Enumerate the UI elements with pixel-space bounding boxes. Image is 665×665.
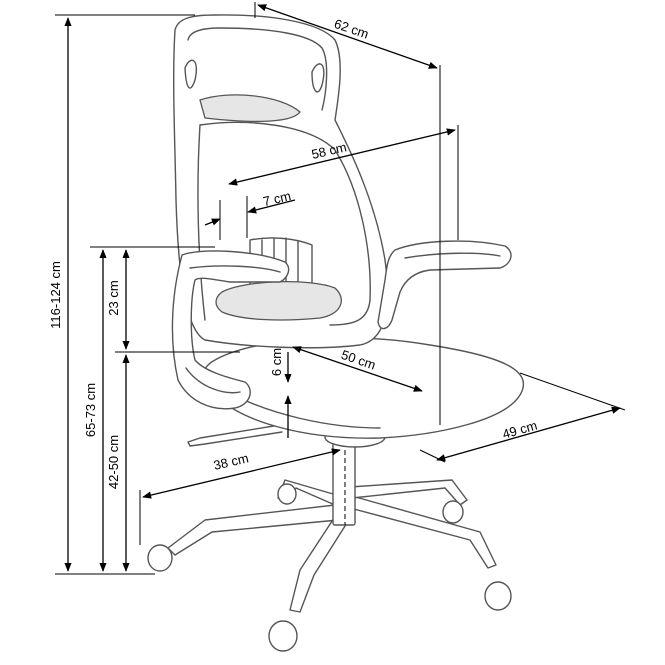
caster-wheel [277,483,297,505]
caster-wheel [147,544,173,572]
armrest-floor-height-label: 65-73 cm [83,383,98,437]
right-armrest [377,240,512,330]
left-armrest [171,250,290,410]
seat-width-label: 49 cm [501,418,539,442]
caster-wheel [484,581,512,611]
overall-height-label: 116-124 cm [48,261,63,329]
seat-height-label: 42-50 cm [106,435,121,489]
caster-wheel [442,500,464,524]
dimension-lines [55,2,626,575]
armrest-height-label: 23 cm [106,280,121,315]
base-radius-label: 38 cm [212,450,250,473]
caster-wheel [268,620,298,652]
chair-illustration [147,14,525,652]
seat-thickness-label: 6 cm [269,348,284,376]
backrest [173,14,389,349]
lumbar-width-label: 7 cm [262,188,293,209]
chair-base [147,479,512,652]
dimension-labels: 116-124 cm 65-73 cm 23 cm 42-50 cm 6 cm … [48,16,539,489]
